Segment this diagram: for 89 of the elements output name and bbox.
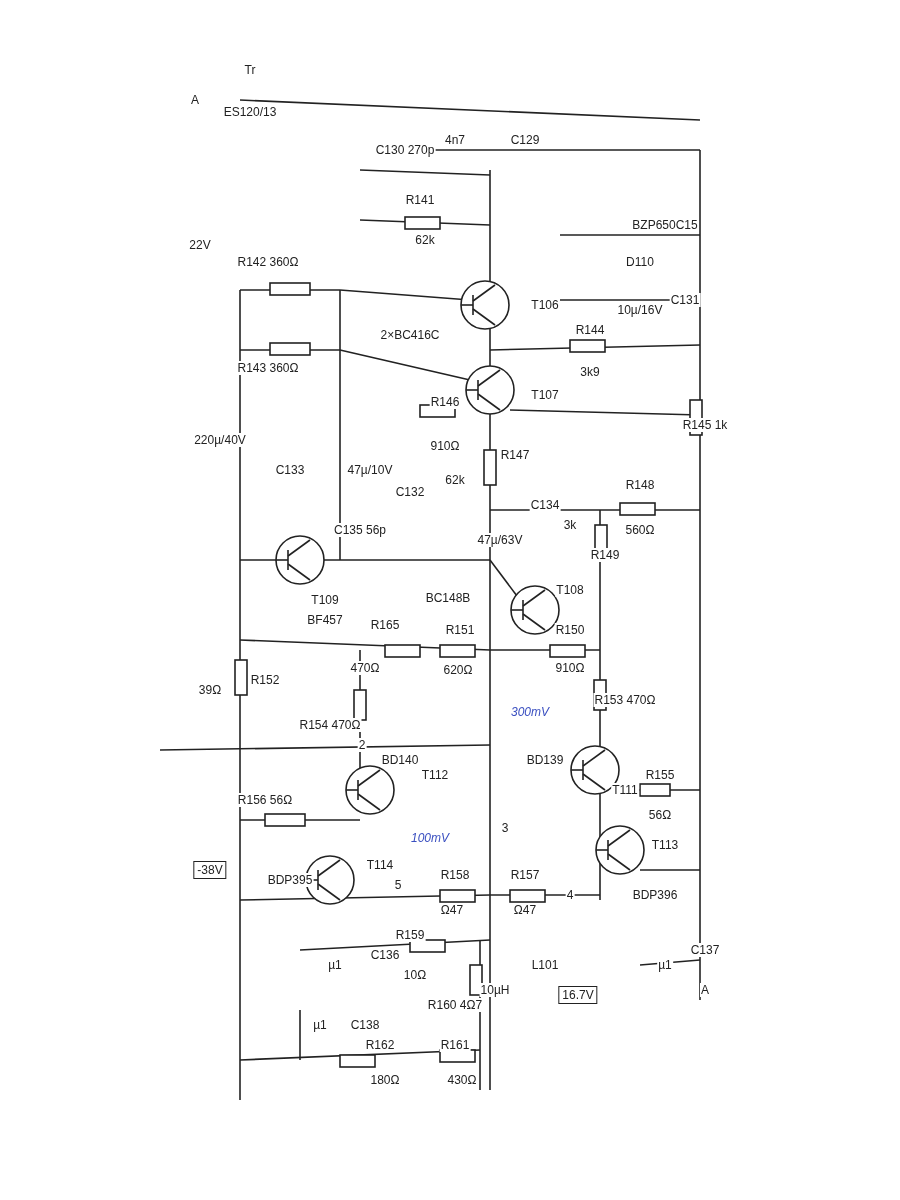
component-label: 10µH <box>479 983 511 997</box>
component-label: C132 <box>394 485 426 499</box>
component-label: C137 <box>689 943 721 957</box>
component-label: C135 56p <box>333 523 387 537</box>
component-label: R149 <box>589 548 621 562</box>
component-label: 3k9 <box>579 365 601 379</box>
component-label: R161 <box>439 1038 471 1052</box>
component-label: R158 <box>439 868 471 882</box>
component-label: R142 360Ω <box>236 255 300 269</box>
component-label: T113 <box>650 838 680 852</box>
component-label: µ1 <box>312 1018 328 1032</box>
component-label: 430Ω <box>446 1073 478 1087</box>
component-label: BF457 <box>306 613 344 627</box>
component-label: C138 <box>349 1018 381 1032</box>
component-label: 22V <box>188 238 212 252</box>
component-label: 220µ/40V <box>193 433 247 447</box>
component-label: T114 <box>365 858 395 872</box>
component-label: C130 270p <box>374 143 436 157</box>
component-label: R160 4Ω7 <box>426 998 484 1012</box>
component-label: C134 <box>529 498 561 512</box>
component-label: µ1 <box>327 958 343 972</box>
component-label: 910Ω <box>429 439 461 453</box>
component-label: R144 <box>574 323 606 337</box>
component-label: 180Ω <box>369 1073 401 1087</box>
component-label: T112 <box>420 768 450 782</box>
component-label: Ω47 <box>439 903 465 917</box>
component-label: D110 <box>625 255 655 269</box>
component-label: 47µ/63V <box>476 533 524 547</box>
component-label: 620Ω <box>442 663 474 677</box>
component-label: R151 <box>444 623 476 637</box>
component-label: R152 <box>249 673 281 687</box>
component-label: R150 <box>554 623 586 637</box>
component-label: R159 <box>394 928 426 942</box>
component-label: R162 <box>364 1038 396 1052</box>
component-label: 62k <box>444 473 466 487</box>
component-label: R143 360Ω <box>236 361 300 375</box>
component-label: 2 <box>357 738 367 752</box>
component-label: R145 1k <box>681 418 729 432</box>
component-label: C129 <box>509 133 541 147</box>
component-label: BD139 <box>525 753 565 767</box>
component-label: T111 <box>611 783 639 797</box>
component-label: R154 470Ω <box>298 718 362 732</box>
component-label: 10µ/16V <box>616 303 664 317</box>
component-label: R155 <box>644 768 676 782</box>
component-label: 2×BC416C <box>379 328 441 342</box>
component-label: BDP395 <box>266 873 314 887</box>
component-label: 560Ω <box>624 523 656 537</box>
component-label: T107 <box>530 388 560 402</box>
component-label: 470Ω <box>349 661 381 675</box>
component-label: T108 <box>555 583 585 597</box>
component-label: 56Ω <box>647 808 673 822</box>
component-label: R157 <box>509 868 541 882</box>
component-label: R141 <box>404 193 436 207</box>
component-label: C131 <box>669 293 701 307</box>
component-label: BC148B <box>424 591 472 605</box>
component-label: BD140 <box>380 753 420 767</box>
component-label: C136 <box>369 948 401 962</box>
voltage-tag: 16.7V <box>558 986 598 1004</box>
component-label: 4n7 <box>444 133 466 147</box>
component-label: 4 <box>565 888 575 902</box>
component-label: T109 <box>310 593 340 607</box>
component-label: R147 <box>499 448 531 462</box>
component-label: L101 <box>530 958 560 972</box>
component-label: BDP396 <box>631 888 679 902</box>
component-label: ES120/13 <box>222 105 278 119</box>
component-label: C133 <box>274 463 306 477</box>
component-label: 5 <box>393 878 403 892</box>
component-label: 62k <box>414 233 436 247</box>
component-label: 3k <box>562 518 578 532</box>
component-label: Tr <box>243 63 257 77</box>
component-label: R146 <box>429 395 461 409</box>
component-label: R148 <box>624 478 656 492</box>
voltage-tag: -38V <box>193 861 227 879</box>
component-label: BZP650C15 <box>631 218 699 232</box>
component-label: Ω47 <box>512 903 538 917</box>
component-label: 910Ω <box>554 661 586 675</box>
component-label: R156 56Ω <box>236 793 294 807</box>
component-label: 3 <box>500 821 510 835</box>
component-label: R153 470Ω <box>593 693 657 707</box>
component-label: 10Ω <box>402 968 428 982</box>
component-label: µ1 <box>657 958 673 972</box>
component-label: A <box>700 983 710 997</box>
component-label: 39Ω <box>197 683 223 697</box>
component-label: 47µ/10V <box>346 463 394 477</box>
component-label: T106 <box>530 298 560 312</box>
component-label: A <box>190 93 200 107</box>
handwritten-note: 300mV <box>510 705 550 719</box>
component-label: R165 <box>369 618 401 632</box>
handwritten-note: 100mV <box>410 831 450 845</box>
